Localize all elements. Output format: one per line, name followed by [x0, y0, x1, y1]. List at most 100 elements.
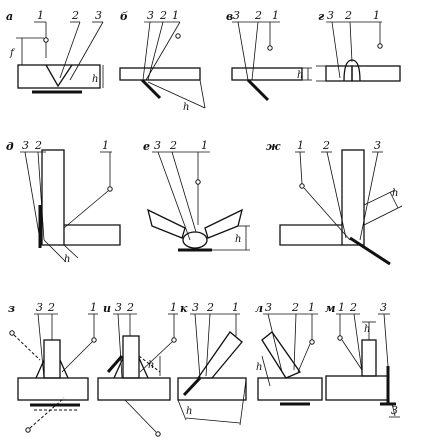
ref-label: 3 [192, 301, 199, 314]
dimension-label: h [297, 70, 303, 81]
ref-label: 3 [36, 301, 43, 314]
ref-label: 3 [391, 404, 398, 417]
probe-marker [43, 37, 49, 43]
panel-letter: в [226, 10, 233, 23]
vertical-plate [122, 335, 140, 379]
panel-a: а 1 2 3 f h [6, 9, 104, 94]
weld-plate [17, 64, 101, 89]
ref-label: 1 [272, 9, 279, 22]
ref-label: 2 [349, 301, 357, 314]
panel-letter: м [325, 302, 335, 315]
ref-label: 1 [37, 9, 44, 22]
vertical-plate [361, 339, 377, 377]
dimension-label: h [183, 102, 189, 113]
ref-label: 1 [90, 301, 97, 314]
probe-marker [155, 431, 161, 437]
probe-marker [299, 183, 305, 189]
inclined-plate [196, 331, 243, 379]
vertical-plate [43, 339, 61, 379]
ref-label: 1 [373, 9, 380, 22]
ref-label: 2 [344, 9, 352, 22]
ref-label: 3 [327, 9, 334, 22]
ref-label: 2 [126, 301, 134, 314]
probe-marker [171, 337, 177, 343]
ref-label: 2 [169, 139, 177, 152]
probe-marker [337, 335, 343, 341]
panel-v: в 3 2 1 h [226, 9, 312, 102]
ref-label: 3 [233, 9, 240, 22]
base-plate [17, 377, 89, 401]
base-plate [97, 377, 171, 401]
panel-letter: ж [266, 140, 281, 153]
ref-label: 1 [102, 139, 109, 152]
dimension-label: h [64, 254, 70, 265]
panel-e: е 3 2 1 h [143, 139, 250, 252]
ref-label: 2 [206, 301, 214, 314]
weld-root [246, 78, 270, 102]
ref-label: 2 [34, 139, 42, 152]
ref-label: 3 [380, 301, 387, 314]
ref-label: 3 [115, 301, 122, 314]
ref-label: 2 [71, 9, 79, 22]
ref-label: 1 [297, 139, 304, 152]
ref-label: 2 [291, 301, 299, 314]
probe-marker [377, 43, 383, 49]
ref-label: 2 [322, 139, 330, 152]
weld-bead [182, 231, 208, 249]
vertical-plate [341, 149, 365, 246]
base-plate [257, 377, 323, 401]
panel-l: л 3 2 1 h [255, 301, 323, 406]
dimension-label: h [186, 406, 192, 417]
panel-letter: б [120, 10, 128, 23]
panel-i: и 3 2 1 h [97, 301, 178, 437]
ref-label: 1 [232, 301, 239, 314]
dimension-label: h [392, 188, 398, 199]
probe-marker [195, 179, 201, 185]
weld-root [106, 355, 124, 373]
dimension-label: h [235, 234, 241, 245]
panel-b: б 3 2 1 h [119, 9, 206, 113]
probe-marker [107, 186, 113, 192]
base-plate [325, 375, 389, 401]
panel-m: м 1 2 3 3 h [325, 301, 400, 418]
ref-label: 3 [147, 9, 154, 22]
probe-marker [267, 45, 273, 51]
panel-letter: е [143, 140, 150, 153]
vertical-plate [41, 149, 65, 246]
ref-label: 3 [265, 301, 272, 314]
ref-label: 1 [170, 301, 177, 314]
ref-label: 3 [154, 139, 161, 152]
ref-label: 1 [338, 301, 345, 314]
angled-plate-left [147, 208, 186, 239]
probe-marker [91, 337, 97, 343]
panel-letter: л [255, 302, 263, 315]
dimension-label: h [148, 360, 154, 371]
panel-k: к 3 2 1 h [177, 301, 247, 426]
weld-plate-right [351, 65, 401, 82]
probe-marker [175, 33, 181, 39]
panel-g: г 3 2 1 [316, 9, 401, 82]
panel-d: д 3 2 1 h [6, 139, 121, 265]
panel-letter: к [180, 302, 188, 315]
ref-label: 1 [201, 139, 208, 152]
panel-letter: з [8, 302, 15, 315]
weld-plate [231, 67, 303, 81]
dimension-label: h [364, 324, 370, 335]
probe-marker [25, 427, 31, 433]
panel-z: з 3 2 1 [8, 301, 98, 433]
dimension-label: h [92, 74, 98, 85]
ref-label: 2 [159, 9, 167, 22]
probe-marker [309, 339, 315, 345]
ref-label: 1 [172, 9, 179, 22]
weld-plate [119, 67, 201, 81]
weld-root [182, 376, 202, 397]
ref-label: 2 [47, 301, 55, 314]
panel-letter: г [318, 10, 325, 23]
panel-letter: а [6, 10, 13, 23]
weld-root [140, 78, 162, 100]
dimension-label: h [256, 362, 262, 373]
ref-label: 3 [374, 139, 381, 152]
weld-root [349, 236, 391, 266]
panel-letter: д [6, 140, 14, 153]
